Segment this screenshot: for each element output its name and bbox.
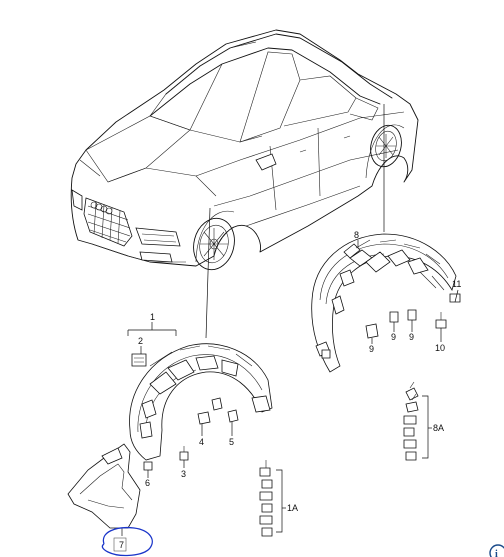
kit-8A-parts <box>403 381 432 461</box>
callout-2: 2 <box>138 336 143 346</box>
callout-9-middle: 9 <box>391 332 396 342</box>
callout-8A: 8A <box>433 423 444 433</box>
callout-5: 5 <box>229 437 234 447</box>
kit-1A-parts <box>259 460 286 537</box>
callout-1: 1 <box>150 312 155 322</box>
callout-leaders <box>121 289 459 536</box>
svg-text:i: i <box>495 549 498 557</box>
callout-6: 6 <box>145 478 150 488</box>
highlight-circle <box>101 526 153 557</box>
car-illustration <box>70 29 419 271</box>
front-wheel-housing-liner <box>129 343 273 461</box>
callout-7: 7 <box>119 540 124 550</box>
splash-shield <box>67 443 141 529</box>
callout-4: 4 <box>199 437 204 447</box>
callout-1A: 1A <box>287 503 298 513</box>
callout-3: 3 <box>181 469 186 479</box>
bracket-1 <box>127 322 177 336</box>
callout-8: 8 <box>354 230 359 240</box>
callout-9-left: 9 <box>369 344 374 354</box>
fasteners <box>131 293 461 471</box>
callout-10: 10 <box>435 343 445 353</box>
rear-wheel-housing-liner <box>311 233 457 373</box>
callout-7-box <box>113 537 127 552</box>
callout-11: 11 <box>452 279 461 289</box>
info-circle-icon[interactable]: i <box>489 544 504 557</box>
leader-front <box>205 207 211 339</box>
callout-9-right: 9 <box>409 332 414 342</box>
